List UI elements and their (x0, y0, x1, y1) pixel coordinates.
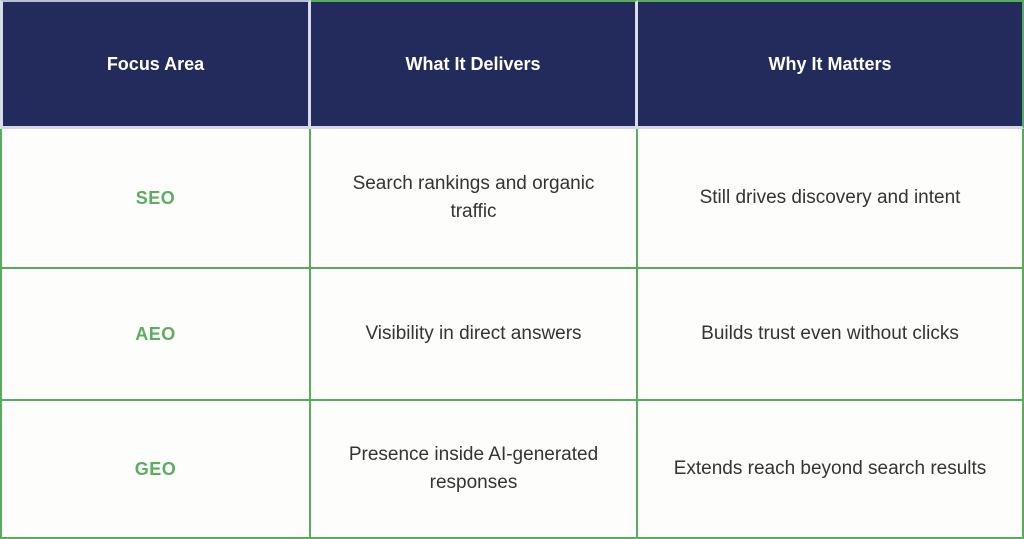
table-cell-row3-matters: Extends reach beyond search results (638, 401, 1024, 539)
table-cell-row1-delivers: Search rankings and organic traffic (311, 129, 638, 269)
table-cell-row2-focus-area: AEO (0, 269, 311, 401)
table-cell-row1-matters: Still drives discovery and intent (638, 129, 1024, 269)
table-cell-row2-delivers: Visibility in direct answers (311, 269, 638, 401)
table-cell-row3-delivers: Presence inside AI-generated responses (311, 401, 638, 539)
table-cell-row1-focus-area: SEO (0, 129, 311, 269)
column-header-why-it-matters: Why It Matters (638, 0, 1024, 129)
table-cell-row2-matters: Builds trust even without clicks (638, 269, 1024, 401)
column-header-what-it-delivers: What It Delivers (311, 0, 638, 129)
table-cell-row3-focus-area: GEO (0, 401, 311, 539)
column-header-focus-area: Focus Area (0, 0, 311, 129)
